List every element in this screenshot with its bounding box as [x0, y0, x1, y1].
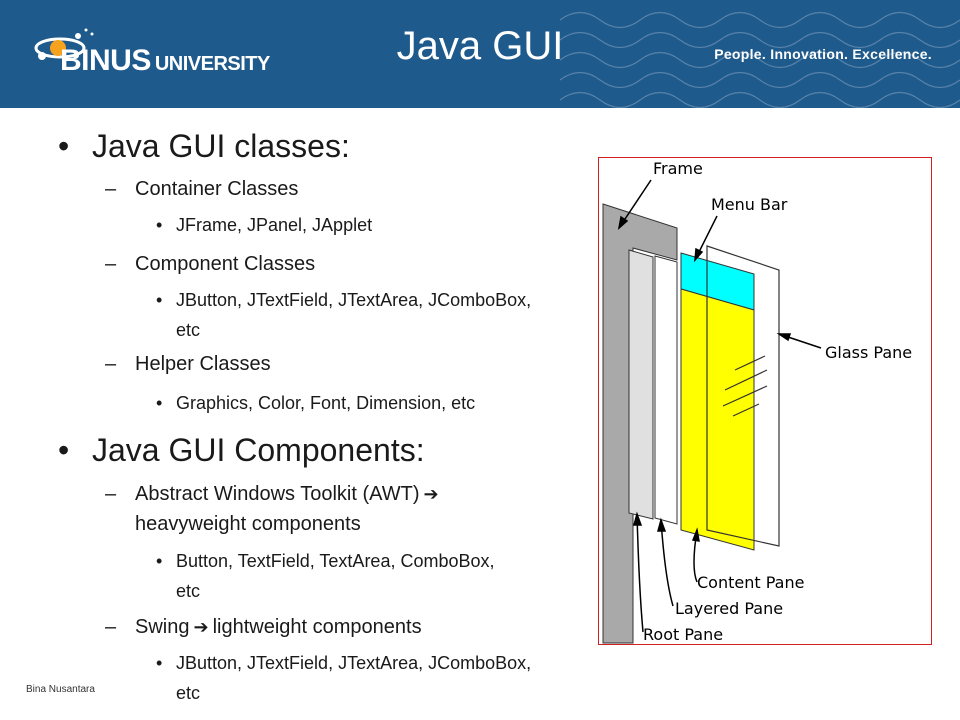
right-arrow-icon: ➔ [423, 484, 439, 504]
right-arrow-icon: ➔ [193, 617, 209, 637]
list-item: • Button, TextField, TextArea, ComboBox,… [156, 546, 496, 606]
dash-icon: – [105, 483, 117, 505]
menu-bar-label: Menu Bar [711, 195, 788, 214]
page-title: Java GUI [396, 24, 564, 68]
list-item-text: JButton, JTextField, JTextArea, JComboBo… [176, 290, 532, 340]
bullet-icon: • [156, 393, 163, 413]
logo-brand: BINUS [60, 44, 151, 77]
bullet-icon: • [58, 432, 70, 468]
glass-pane-layer [706, 245, 780, 547]
group-label: –Container Classes [105, 174, 298, 204]
layered-pane-layer [654, 255, 678, 525]
bullet-icon: • [156, 215, 163, 235]
layered-pane-label: Layered Pane [675, 599, 783, 618]
section-heading: • Java GUI classes: [58, 128, 350, 165]
list-item: • JFrame, JPanel, JApplet [156, 210, 566, 240]
binus-logo [34, 28, 94, 60]
group-label-text: Component Classes [135, 253, 316, 275]
list-item: • Graphics, Color, Font, Dimension, etc [156, 388, 566, 418]
group-label-continuation: heavyweight components [135, 513, 361, 535]
content-pane-layer [680, 288, 755, 551]
frame-layer [602, 203, 678, 644]
dash-icon: – [105, 253, 117, 275]
list-item-text: Graphics, Color, Font, Dimension, etc [176, 393, 476, 413]
list-item-text: JButton, JTextField, JTextArea, JComboBo… [176, 653, 532, 703]
list-item: • JButton, JTextField, JTextArea, JCombo… [156, 648, 536, 708]
group-label: –Helper Classes [105, 349, 271, 379]
group-label-text: Container Classes [135, 178, 299, 200]
logo-suffix: UNIVERSITY [154, 53, 271, 75]
glass-pane-label: Glass Pane [825, 343, 912, 362]
group-label-text: Helper Classes [135, 353, 271, 375]
section-heading-text: Java GUI classes: [92, 128, 350, 164]
root-pane-label: Root Pane [643, 625, 723, 644]
list-item-text: Button, TextField, TextArea, ComboBox, e… [176, 551, 495, 601]
section-heading: • Java GUI Components: [58, 432, 425, 469]
bullet-icon: • [156, 551, 163, 571]
group-label: –Component Classes [105, 249, 315, 279]
list-item: • JButton, JTextField, JTextArea, JCombo… [156, 285, 536, 345]
section-heading-text: Java GUI Components: [92, 432, 425, 468]
bullet-icon: • [156, 653, 163, 673]
footer-text: Bina Nusantara [26, 684, 95, 695]
bullet-icon: • [58, 128, 70, 164]
list-item-text: JFrame, JPanel, JApplet [176, 215, 373, 235]
frame-label: Frame [653, 159, 703, 178]
root-pane-layer [628, 249, 654, 520]
dash-icon: – [105, 353, 117, 375]
group-label-text: Swing [135, 616, 190, 638]
bullet-icon: • [156, 290, 163, 310]
group-label: –Abstract Windows Toolkit (AWT)➔ heavywe… [105, 479, 575, 539]
glass-hatch [722, 355, 768, 417]
group-label-text: Abstract Windows Toolkit (AWT) [135, 483, 420, 505]
group-label-continuation: lightweight components [212, 616, 422, 638]
wave-pattern-decoration [560, 11, 960, 108]
content-pane-label: Content Pane [697, 573, 804, 592]
swing-pane-diagram: Frame Menu Bar Glass Pane Content Pane L… [598, 157, 932, 645]
group-label: –Swing➔lightweight components [105, 612, 422, 642]
pane-layers-illustration: Frame Menu Bar Glass Pane Content Pane L… [602, 159, 912, 644]
dash-icon: – [105, 178, 117, 200]
dash-icon: – [105, 616, 117, 638]
tagline: People. Innovation. Excellence. [714, 46, 932, 62]
